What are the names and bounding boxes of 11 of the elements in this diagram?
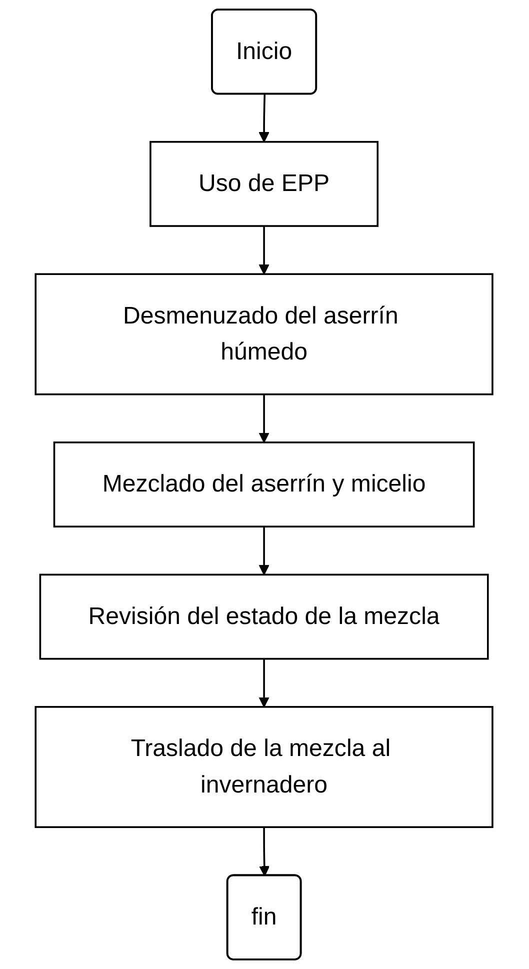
node-box: Uso de EPP bbox=[150, 140, 379, 227]
node-box: Traslado de la mezcla al invernadero bbox=[35, 706, 494, 828]
node-box: Revisión del estado de la mezcla bbox=[40, 574, 490, 660]
arrow bbox=[259, 226, 270, 275]
node-box: Desmenuzado del aserrín húmedo bbox=[35, 273, 494, 396]
node-box: Mezclado del aserrín y micelio bbox=[54, 442, 476, 528]
arrow bbox=[259, 94, 270, 142]
arrow bbox=[259, 658, 270, 708]
arrow bbox=[260, 827, 270, 876]
arrow bbox=[259, 526, 270, 576]
arrow bbox=[259, 394, 270, 443]
